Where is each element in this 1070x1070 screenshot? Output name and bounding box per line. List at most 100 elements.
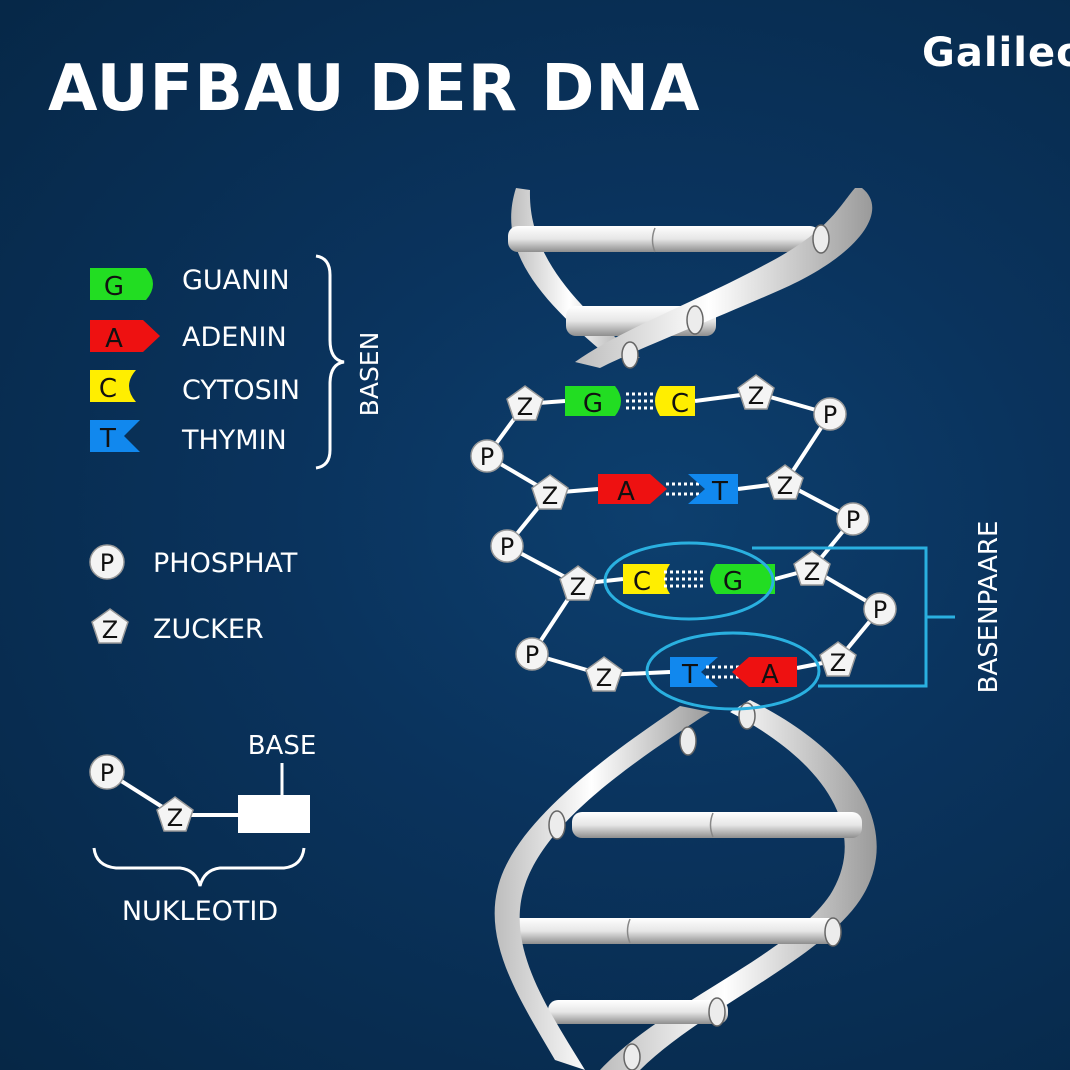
hydrogen-bond — [626, 392, 656, 410]
highlight-ellipse — [645, 631, 821, 711]
base-letter: C — [633, 567, 651, 597]
svg-text:P: P — [846, 506, 860, 534]
base-letter: G — [583, 389, 603, 419]
brand-logo: Galileo — [922, 30, 1070, 76]
bases-group-label: BASEN — [355, 332, 384, 417]
rung — [508, 226, 820, 252]
base-pair: T A — [670, 657, 797, 690]
phosphate-node: P — [836, 502, 870, 536]
phosphate-icon — [89, 754, 125, 790]
ribbon-bolt — [548, 810, 566, 840]
ribbon-bottom-back — [600, 700, 877, 1070]
sugar-icon — [91, 608, 129, 644]
base-letter: A — [761, 660, 779, 690]
ribbon-bolt — [623, 1043, 641, 1070]
legend-item-cytosine: C CYTOSIN — [90, 370, 300, 406]
svg-text:P: P — [873, 596, 887, 624]
sugar-node: Z — [737, 374, 775, 410]
sugar-node: Z — [793, 550, 831, 586]
rung — [500, 918, 840, 944]
page-title: AUFBAU DER DNA — [48, 52, 701, 126]
sugar-node: Z — [531, 474, 569, 510]
base-thymine — [688, 474, 738, 504]
sugar-node: Z — [585, 656, 623, 692]
legend-bases: G GUANIN A ADENIN C CYTOSIN T THYMIN BAS… — [90, 254, 384, 470]
legend-item-sugar: Z ZUCKER — [91, 608, 264, 645]
ribbon-bolt — [686, 305, 704, 335]
svg-text:Z: Z — [596, 664, 612, 692]
legend-molecules: P PHOSPHAT Z ZUCKER — [89, 544, 298, 645]
svg-text:P: P — [480, 443, 494, 471]
base-pair: C G — [623, 564, 775, 597]
cytosine-swatch — [90, 370, 136, 402]
phosphate-icon — [89, 544, 125, 580]
base-guanine — [710, 564, 775, 594]
svg-text:Z: Z — [777, 472, 793, 500]
sugar-node: Z — [819, 641, 857, 677]
ribbon-bolt — [824, 917, 842, 947]
helix-top — [508, 188, 873, 369]
base-adenine — [598, 474, 667, 504]
base-pairs: G C A T C G — [565, 386, 797, 690]
svg-text:Z: Z — [804, 558, 820, 586]
nucleotide-caption: NUKLEOTID — [122, 896, 278, 927]
phosphate-node: P — [813, 397, 847, 431]
hydrogen-bond — [666, 482, 700, 496]
legend-name: ADENIN — [182, 322, 287, 353]
base-thymine — [670, 657, 718, 687]
svg-text:P: P — [823, 401, 837, 429]
highlight-ellipse — [603, 541, 775, 621]
base-letter: T — [681, 660, 698, 690]
phosphate-node: P — [490, 529, 524, 563]
base-cytosine — [655, 386, 695, 416]
sugar-node: Z — [506, 385, 544, 421]
ribbon-top-front — [575, 188, 873, 368]
svg-text:P: P — [100, 549, 114, 577]
legend-name: GUANIN — [182, 265, 290, 296]
svg-text:P: P — [525, 641, 539, 669]
helix-sugars: Z Z Z Z Z Z Z — [506, 374, 857, 692]
base-guanine — [565, 386, 621, 416]
ribbon-bolt — [812, 224, 830, 254]
legend-letter: G — [104, 272, 124, 302]
base-letter: G — [723, 567, 743, 597]
adenine-swatch — [90, 320, 160, 352]
phosphate-node: P — [470, 439, 504, 473]
ribbon-bolt — [621, 341, 639, 369]
legend-item-phosphate: P PHOSPHAT — [89, 544, 298, 580]
backbone — [484, 391, 884, 677]
base-cytosine — [623, 564, 670, 594]
svg-text:Z: Z — [167, 804, 183, 832]
legend-name: ZUCKER — [153, 614, 264, 645]
base-letter: C — [671, 389, 689, 419]
svg-text:P: P — [100, 759, 114, 787]
legend-item-adenine: A ADENIN — [90, 320, 287, 354]
svg-text:Z: Z — [830, 649, 846, 677]
phosphate-node: P — [515, 637, 549, 671]
svg-text:Z: Z — [542, 482, 558, 510]
ribbon-bottom-front — [494, 706, 710, 1070]
svg-text:Z: Z — [102, 616, 118, 644]
sugar-node: Z — [559, 565, 597, 601]
legend-name: THYMIN — [181, 425, 287, 456]
legend-name: PHOSPHAT — [153, 548, 298, 579]
helix-bottom — [494, 700, 877, 1070]
svg-text:Z: Z — [517, 393, 533, 421]
legend-name: CYTOSIN — [182, 375, 300, 406]
ribbon-bolt — [679, 726, 697, 756]
guanine-swatch — [90, 268, 153, 300]
ribbon-bolt — [708, 997, 726, 1027]
legend-letter: A — [105, 324, 123, 354]
svg-text:P: P — [500, 533, 514, 561]
highlight-bracket — [752, 546, 955, 688]
thymine-swatch — [90, 420, 140, 452]
legend-letter: C — [99, 374, 117, 404]
base-label: BASE — [248, 731, 317, 761]
hydrogen-bond — [664, 570, 706, 588]
basepairs-label: BASENPAARE — [974, 521, 1004, 694]
bases-brace — [315, 254, 345, 470]
nucleotide-brace — [92, 847, 306, 887]
rung — [572, 812, 862, 838]
base-pair: A T — [598, 474, 738, 507]
legend-item-thymine: T THYMIN — [90, 420, 287, 456]
